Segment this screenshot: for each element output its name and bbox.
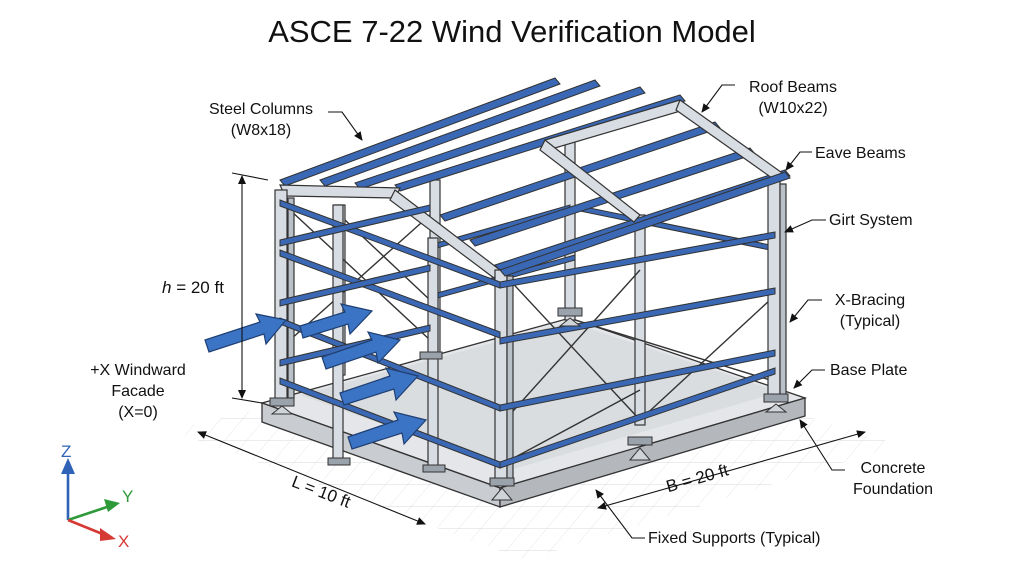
dimension-height: h = 20 ft	[162, 278, 224, 298]
axis-y-label: Y	[122, 487, 134, 506]
callout-windward-facade: +X Windward Facade (X=0)	[82, 360, 194, 423]
x-bracing	[289, 209, 771, 461]
callout-windward-facade-line2: Facade	[111, 383, 165, 400]
callout-roof-beams-title: Roof Beams	[748, 79, 838, 96]
roof-beams	[279, 77, 791, 272]
axis-triad-icon	[61, 458, 120, 541]
eave-beams	[499, 171, 791, 277]
callout-leaders	[328, 84, 845, 539]
callout-eave-beams: Eave Beams	[815, 145, 906, 162]
dimension-height-symbol: h	[162, 278, 172, 297]
callout-fixed-supports: Fixed Supports (Typical)	[648, 530, 821, 547]
callout-base-plate: Base Plate	[830, 362, 908, 379]
dimension-lines	[197, 172, 866, 525]
callout-windward-facade-line3: (X=0)	[118, 404, 158, 421]
callout-steel-columns-section: (W8x18)	[230, 122, 292, 139]
callout-x-bracing-title: X-Bracing	[834, 292, 906, 309]
callout-x-bracing: X-Bracing (Typical)	[815, 290, 925, 332]
callout-steel-columns-title: Steel Columns	[208, 101, 314, 118]
callout-girt-system: Girt System	[829, 212, 913, 229]
callout-roof-beams: Roof Beams (W10x22)	[738, 77, 848, 119]
callout-windward-facade-line1: +X Windward	[90, 362, 186, 379]
callout-steel-columns: Steel Columns (W8x18)	[196, 99, 326, 141]
callout-concrete-foundation-line2: Foundation	[852, 481, 934, 498]
callout-concrete-foundation-line1: Concrete	[860, 460, 926, 477]
axis-x-label: X	[118, 532, 130, 551]
callout-x-bracing-note: (Typical)	[839, 313, 901, 330]
axis-z-label: Z	[61, 442, 72, 461]
callout-concrete-foundation: Concrete Foundation	[838, 458, 948, 500]
back-girts	[429, 204, 771, 301]
gable-rafters	[279, 99, 786, 279]
callout-roof-beams-section: (W10x22)	[758, 100, 828, 117]
dimension-height-value: = 20 ft	[171, 278, 224, 297]
diagram-title: ASCE 7-22 Wind Verification Model	[268, 14, 756, 49]
